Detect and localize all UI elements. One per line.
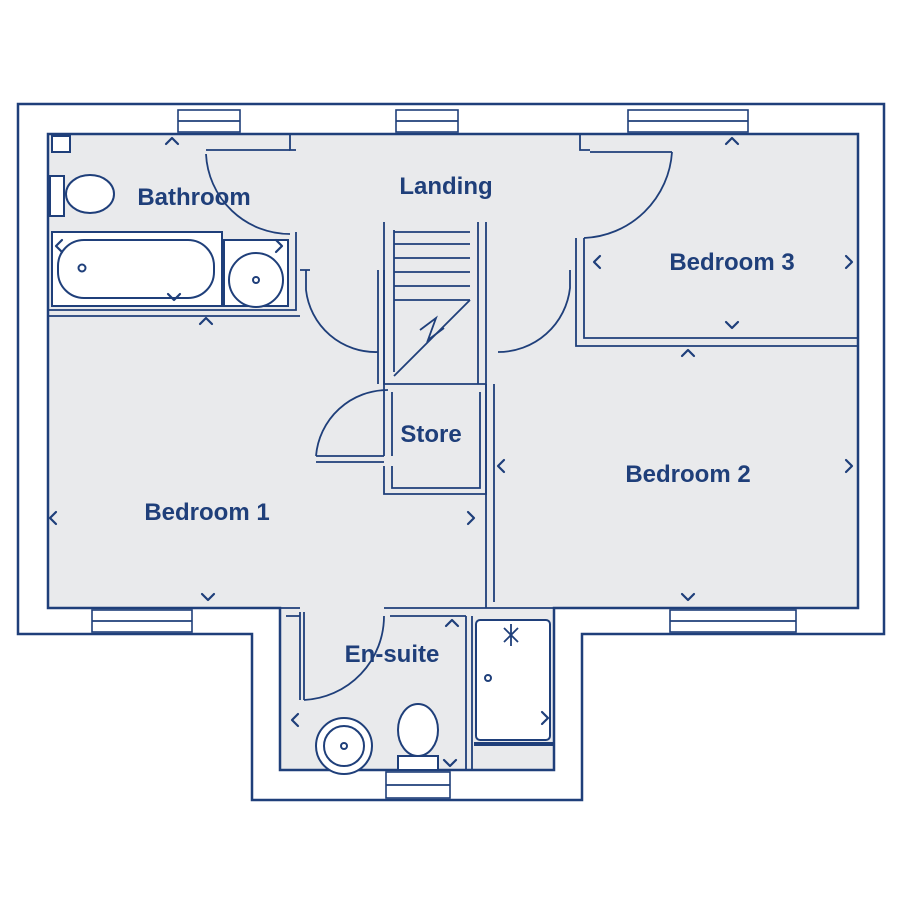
room-label-bathroom: Bathroom bbox=[137, 184, 250, 211]
doors bbox=[205, 149, 673, 701]
shower-icon bbox=[475, 619, 551, 741]
room-label-bedroom-1: Bedroom 1 bbox=[144, 499, 269, 526]
ensuite-fixtures bbox=[315, 619, 554, 775]
room-label-ensuite: En-suite bbox=[345, 641, 440, 668]
bathroom-wc-icon bbox=[49, 175, 65, 217]
room-labels: Bathroom Landing Bedroom 3 Store Bedroom… bbox=[137, 173, 794, 668]
outer-wall bbox=[16, 102, 886, 802]
stairs bbox=[393, 230, 471, 377]
dimension-arrows bbox=[48, 136, 854, 768]
bathroom-fixtures bbox=[49, 135, 289, 308]
interior-walls bbox=[48, 134, 858, 770]
room-label-bedroom-2: Bedroom 2 bbox=[625, 461, 750, 488]
room-label-store: Store bbox=[400, 421, 461, 448]
room-label-bedroom-3: Bedroom 3 bbox=[669, 249, 794, 276]
inner-wall-outline bbox=[46, 132, 860, 772]
windows bbox=[91, 109, 797, 799]
floor-areas bbox=[48, 134, 858, 770]
room-label-landing: Landing bbox=[399, 173, 492, 200]
ensuite-wc-icon bbox=[397, 703, 439, 757]
